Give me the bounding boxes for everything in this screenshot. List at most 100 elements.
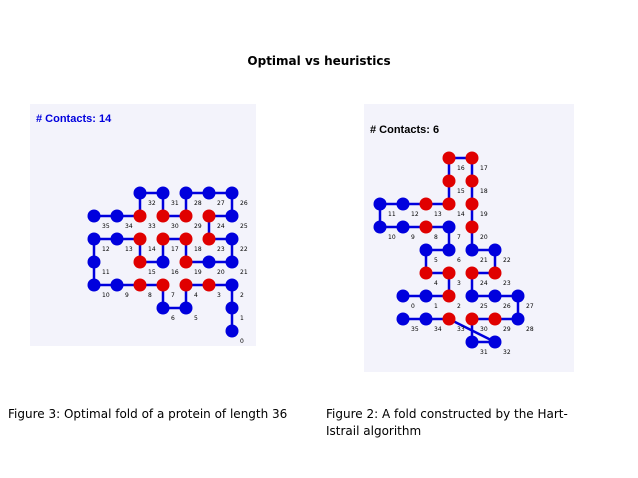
polar-residue-0 (396, 289, 410, 303)
residue-index-label: 20 (480, 234, 488, 241)
polar-residue-35 (87, 209, 101, 223)
polar-residue-32 (488, 335, 502, 349)
hydrophobic-residue-19 (465, 197, 479, 211)
backbone-bond (448, 317, 496, 344)
residue-index-label: 12 (411, 211, 419, 218)
residue-index-label: 11 (388, 211, 396, 218)
residue-index-label: 29 (503, 326, 511, 333)
residue-index-label: 8 (148, 292, 152, 299)
residue-index-label: 33 (148, 223, 156, 230)
hydrophobic-residue-24 (202, 209, 216, 223)
residue-index-label: 9 (125, 292, 129, 299)
polar-residue-32 (133, 186, 147, 200)
hydrophobic-residue-8 (419, 220, 433, 234)
polar-residue-31 (465, 335, 479, 349)
residue-index-label: 19 (194, 269, 202, 276)
polar-residue-27 (511, 289, 525, 303)
residue-index-label: 23 (217, 246, 225, 253)
polar-residue-12 (396, 197, 410, 211)
hydrophobic-residue-24 (465, 266, 479, 280)
figure-3-caption: Figure 3: Optimal fold of a protein of l… (8, 407, 288, 421)
residue-index-label: 23 (503, 280, 511, 287)
hydrophobic-residue-17 (465, 151, 479, 165)
hydrophobic-residue-20 (465, 220, 479, 234)
residue-index-label: 10 (102, 292, 110, 299)
polar-residue-10 (87, 278, 101, 292)
residue-index-label: 21 (240, 269, 248, 276)
residue-index-label: 13 (434, 211, 442, 218)
residue-index-label: 0 (240, 338, 244, 345)
residue-index-label: 35 (102, 223, 110, 230)
polar-residue-31 (156, 186, 170, 200)
residue-index-label: 20 (217, 269, 225, 276)
residue-index-label: 16 (457, 165, 465, 172)
hydrophobic-residue-15 (133, 255, 147, 269)
polar-residue-6 (156, 301, 170, 315)
residue-index-label: 7 (457, 234, 461, 241)
residue-index-label: 0 (411, 303, 415, 310)
residue-index-label: 5 (194, 315, 198, 322)
polar-residue-35 (396, 312, 410, 326)
polar-residue-22 (225, 232, 239, 246)
residue-index-label: 15 (148, 269, 156, 276)
hydrophobic-residue-16 (442, 151, 456, 165)
hydrophobic-residue-3 (202, 278, 216, 292)
residue-index-label: 24 (480, 280, 488, 287)
residue-index-label: 25 (240, 223, 248, 230)
residue-index-label: 14 (148, 246, 156, 253)
polar-residue-9 (110, 278, 124, 292)
residue-index-label: 24 (217, 223, 225, 230)
polar-residue-27 (202, 186, 216, 200)
residue-index-label: 5 (434, 257, 438, 264)
hydrophobic-residue-2 (442, 289, 456, 303)
residue-index-label: 28 (526, 326, 534, 333)
residue-index-label: 12 (102, 246, 110, 253)
polar-residue-26 (225, 186, 239, 200)
polar-residue-16 (156, 255, 170, 269)
residue-index-label: 32 (148, 200, 156, 207)
residue-index-label: 34 (125, 223, 133, 230)
residue-index-label: 27 (217, 200, 225, 207)
residue-index-label: 32 (503, 349, 511, 356)
residue-index-label: 10 (388, 234, 396, 241)
polar-residue-6 (442, 243, 456, 257)
polar-residue-0 (225, 324, 239, 338)
residue-index-label: 11 (102, 269, 110, 276)
hydrophobic-residue-30 (156, 209, 170, 223)
hydrophobic-residue-3 (442, 266, 456, 280)
polar-residue-1 (225, 301, 239, 315)
hydrophobic-residue-18 (179, 232, 193, 246)
polar-residue-22 (488, 243, 502, 257)
hydrophobic-residue-29 (179, 209, 193, 223)
residue-index-label: 30 (480, 326, 488, 333)
residue-index-label: 7 (171, 292, 175, 299)
polar-residue-28 (179, 186, 193, 200)
residue-index-label: 1 (434, 303, 438, 310)
hydrophobic-residue-4 (179, 278, 193, 292)
hydrophobic-residue-8 (133, 278, 147, 292)
hydrophobic-residue-23 (488, 266, 502, 280)
polar-residue-5 (179, 301, 193, 315)
polar-residue-28 (511, 312, 525, 326)
residue-index-label: 31 (171, 200, 179, 207)
hydrophobic-residue-33 (442, 312, 456, 326)
hydrophobic-residue-18 (465, 174, 479, 188)
residue-index-label: 17 (480, 165, 488, 172)
residue-index-label: 33 (457, 326, 465, 333)
hydrophobic-residue-14 (442, 197, 456, 211)
residue-index-label: 1 (240, 315, 244, 322)
polar-residue-1 (419, 289, 433, 303)
hydrophobic-residue-14 (133, 232, 147, 246)
residue-index-label: 21 (480, 257, 488, 264)
residue-index-label: 30 (171, 223, 179, 230)
residue-index-label: 29 (194, 223, 202, 230)
residue-index-label: 9 (411, 234, 415, 241)
polar-residue-20 (202, 255, 216, 269)
polar-residue-25 (225, 209, 239, 223)
contacts-label: # Contacts: 6 (370, 124, 439, 136)
residue-index-label: 16 (171, 269, 179, 276)
residue-index-label: 31 (480, 349, 488, 356)
hydrophobic-residue-29 (488, 312, 502, 326)
